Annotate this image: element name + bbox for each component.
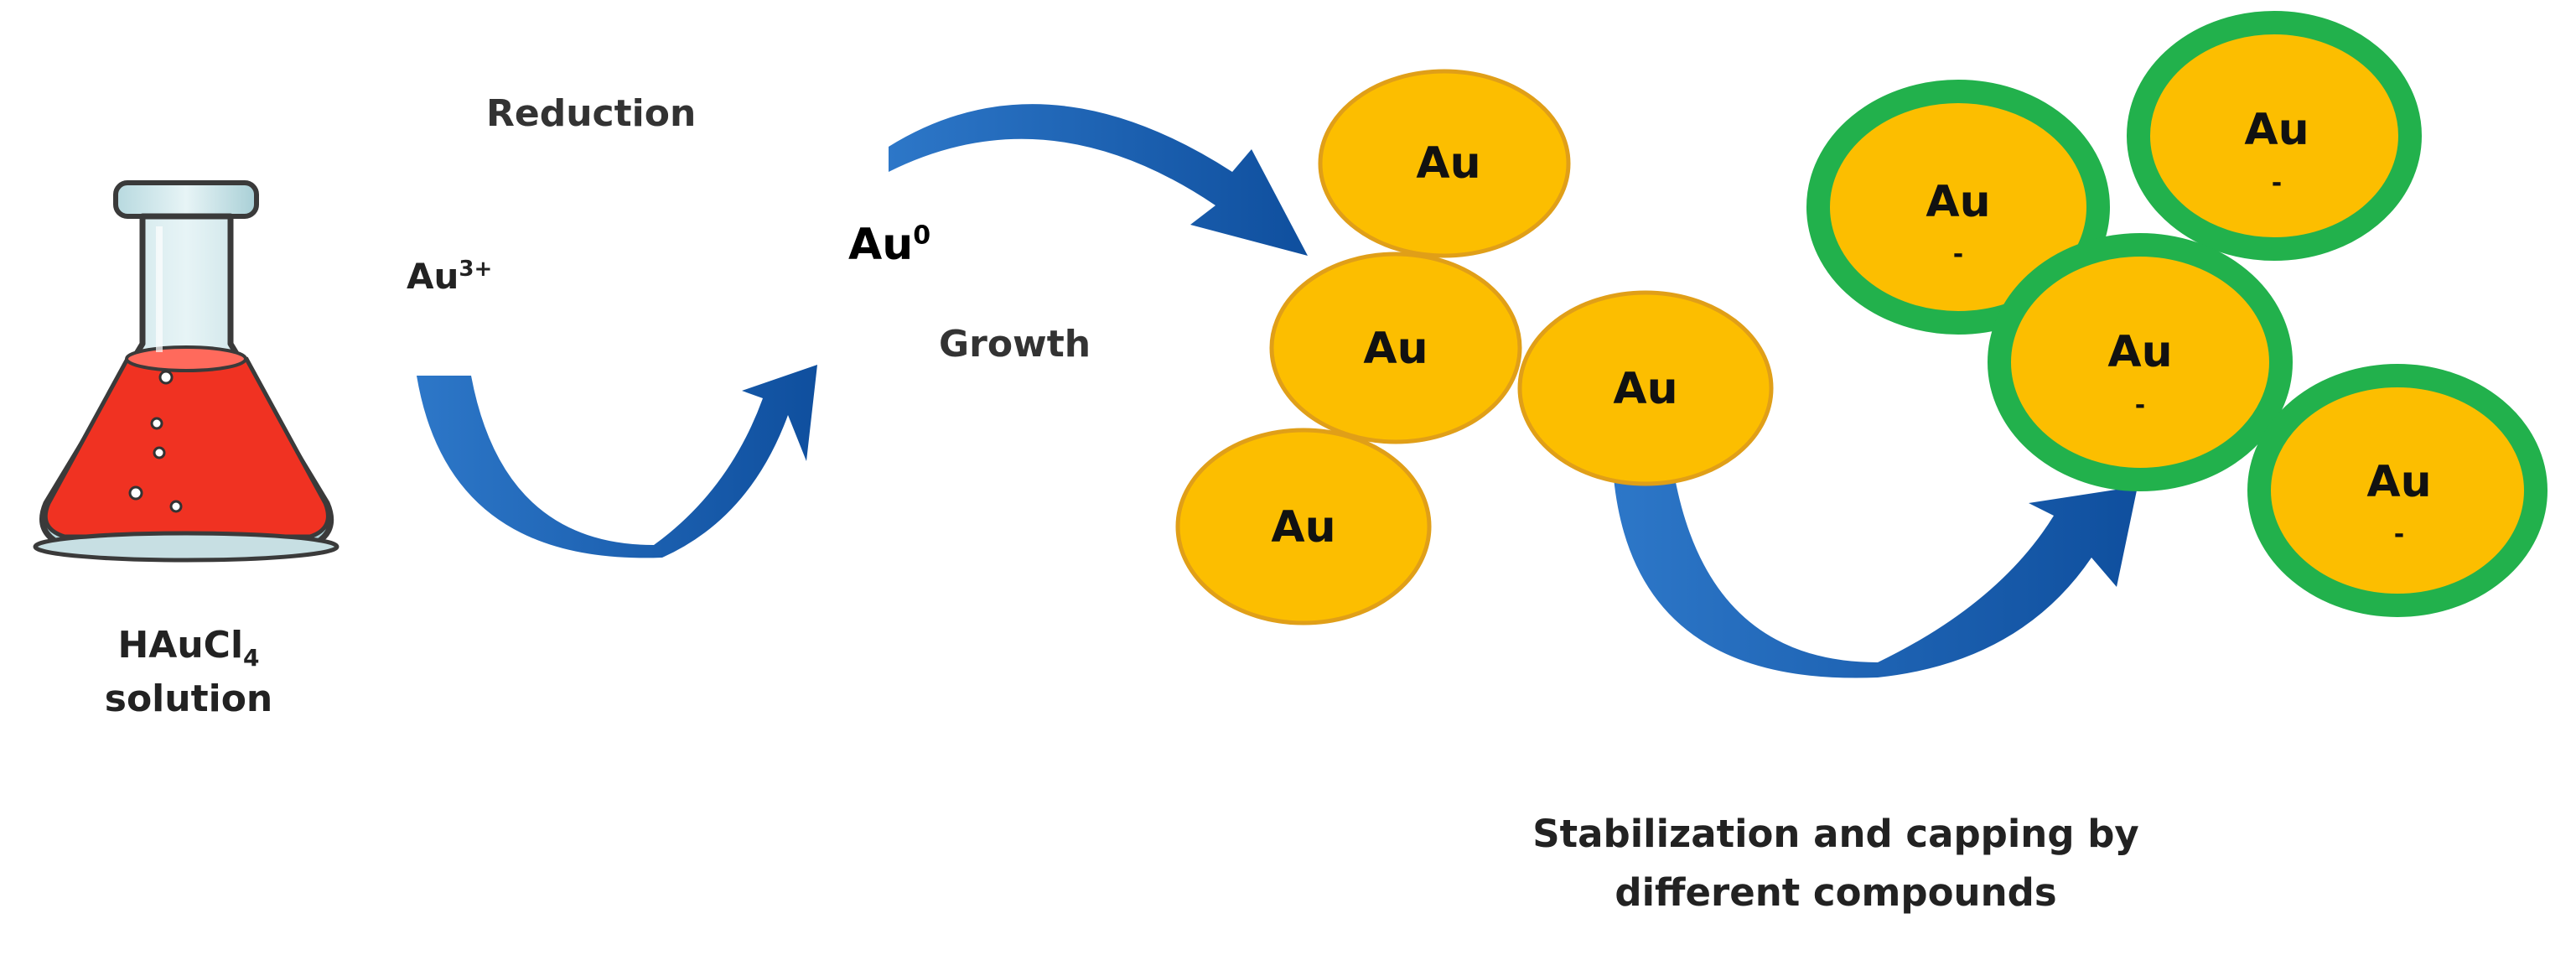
bubble bbox=[158, 370, 174, 385]
gold-particle: Au bbox=[1318, 69, 1571, 258]
particle-label: Au bbox=[1271, 502, 1335, 553]
atom-label: Au0 bbox=[848, 220, 931, 270]
gold-particle: Au bbox=[1175, 428, 1432, 625]
gold-particle: Au bbox=[1269, 252, 1522, 444]
particle-label: Au bbox=[1613, 364, 1677, 414]
particle-label: Au bbox=[2107, 327, 2172, 377]
flask-icon bbox=[33, 180, 339, 563]
charge-sign: - bbox=[2394, 520, 2404, 549]
solution-liquid bbox=[43, 349, 330, 539]
growth-label: Growth bbox=[939, 323, 1091, 366]
stabilization-arrow bbox=[1614, 478, 2138, 678]
capped-gold-particle: Au - bbox=[1988, 233, 2293, 491]
particle-label: Au bbox=[1363, 324, 1428, 374]
capped-gold-particle: Au - bbox=[2127, 11, 2422, 261]
charge-sign: - bbox=[2135, 391, 2145, 420]
capped-gold-particle: Au - bbox=[2247, 364, 2547, 617]
ion-label: Au3+ bbox=[407, 256, 493, 297]
bubble bbox=[153, 446, 166, 459]
bubble bbox=[169, 500, 183, 513]
growth-arrow bbox=[889, 104, 1308, 256]
particle-label: Au bbox=[1926, 177, 1990, 227]
reduction-arrow bbox=[417, 365, 817, 558]
reduction-label: Reduction bbox=[486, 92, 697, 135]
particle-label: Au bbox=[2366, 457, 2431, 507]
stabilization-label: Stabilization and capping by different c… bbox=[1532, 812, 2139, 915]
capped-gold-particle: Au - bbox=[1806, 80, 2110, 335]
bubble bbox=[150, 417, 163, 430]
particle-label: Au bbox=[1416, 138, 1480, 189]
gold-particle: Au bbox=[1517, 290, 1774, 486]
flask-label: HAuCl4 solution bbox=[104, 624, 273, 720]
bubble bbox=[128, 485, 143, 501]
charge-sign: - bbox=[2272, 169, 2282, 198]
particle-label: Au bbox=[2244, 105, 2309, 155]
charge-sign: - bbox=[1953, 240, 1963, 269]
